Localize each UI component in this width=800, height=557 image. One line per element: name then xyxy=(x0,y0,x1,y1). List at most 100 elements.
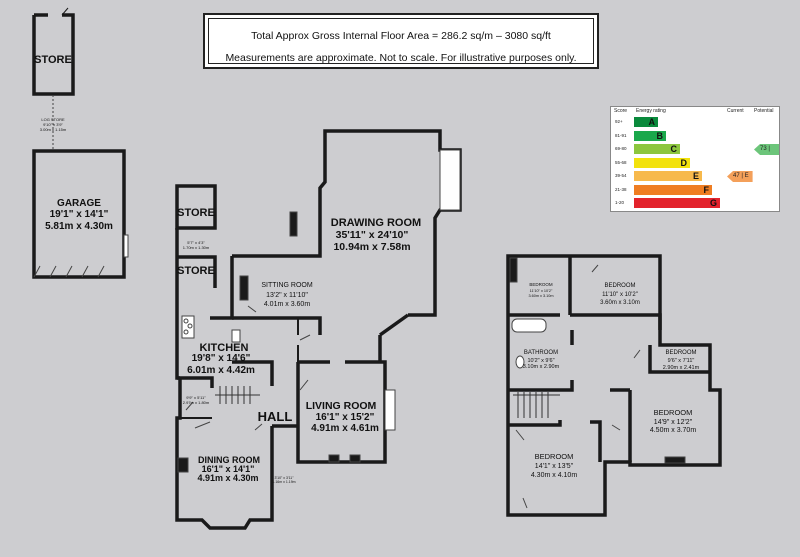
bedroom-e-walls xyxy=(508,420,602,462)
utility-wall xyxy=(177,376,214,388)
bedroom-b-label: BEDROOM xyxy=(604,283,635,289)
epc-score-header: Score xyxy=(614,108,628,114)
epc-band-letter: A xyxy=(648,117,656,127)
store-mid-label: STORE xyxy=(177,207,215,219)
dining-room-label: DINING ROOM xyxy=(198,455,260,465)
room-labels-ground: STORE LOG STORE 9'10" x 3'9" 3.00m x 1.1… xyxy=(34,54,421,484)
epc-band-bar: F xyxy=(634,184,712,195)
first-floor-door-swings xyxy=(515,264,641,509)
epc-band-letter: D xyxy=(680,157,688,168)
bedroom-e-label: BEDROOM xyxy=(535,452,574,461)
header-inner-border xyxy=(208,18,594,64)
epc-band-letter: E xyxy=(692,171,699,181)
door-swings xyxy=(185,305,311,431)
garage-dim1: 19'1" x 14'1" xyxy=(50,209,109,220)
floor-area-header: Total Approx Gross Internal Floor Area =… xyxy=(203,13,599,69)
store-small-dim1: 5'7" x 4'3" xyxy=(187,240,205,245)
epc-current-value: 47 | E xyxy=(727,171,753,182)
epc-band-bar: A xyxy=(634,117,658,127)
epc-band-bar: E xyxy=(634,171,702,181)
energy-rating-chart: Score Energy rating Current Potential 92… xyxy=(610,106,780,212)
epc-band-letter: F xyxy=(703,184,710,195)
drawing-room-dim2: 10.94m x 7.58m xyxy=(333,241,410,253)
fireplace-dining xyxy=(177,457,189,473)
store-top-label: STORE xyxy=(34,54,72,66)
epc-band-letter: B xyxy=(656,130,664,141)
toilet xyxy=(515,355,525,369)
epc-band-d: 55-68 D xyxy=(612,157,724,169)
bedroom-d-label: BEDROOM xyxy=(654,408,693,417)
drawing-room-dim1: 35'11" x 24'10" xyxy=(336,229,409,241)
porch-dim2: 1.16m x 1.19m xyxy=(272,480,295,484)
kitchen-lower-wall xyxy=(232,360,274,386)
living-room-label: LIVING ROOM xyxy=(306,400,377,412)
sitting-room-dim1: 13'2" x 11'10" xyxy=(266,292,308,299)
bedroom-a-dim2: 3.60m x 3.10m xyxy=(528,294,553,298)
drawing-room-exit-wall xyxy=(378,313,410,362)
epc-band-a: 92+A xyxy=(612,116,724,128)
epc-band-bar: B xyxy=(634,130,666,141)
living-room-dim2: 4.91m x 4.61m xyxy=(311,423,379,434)
walls-first-floor xyxy=(506,254,722,517)
floor-area-text: Total Approx Gross Internal Floor Area =… xyxy=(251,30,551,42)
fixtures-first-floor xyxy=(509,257,686,509)
store-low-walls xyxy=(177,255,217,288)
bedroom-b-dim2: 3.60m x 3.10m xyxy=(600,300,640,306)
epc-band-c: 69-80 C xyxy=(612,143,724,155)
sitting-room-label: SITTING ROOM xyxy=(261,282,313,289)
epc-band-bar: D xyxy=(634,157,690,168)
epc-band-range: 69-80 xyxy=(615,146,627,151)
first-floor-outline xyxy=(506,254,722,517)
bedroom-c-dim1: 9'6" x 7'11" xyxy=(668,358,695,364)
fireplace-bedroom-d xyxy=(664,456,686,464)
fireplace-drawing xyxy=(289,211,298,237)
first-floor-stairs xyxy=(513,392,560,418)
epc-band-e: 39-54 E xyxy=(612,170,724,182)
bedroom-c-label: BEDROOM xyxy=(665,350,696,356)
bedroom-c-dim2: 2.90m x 2.41m xyxy=(663,365,700,371)
hob-ring-1 xyxy=(183,318,189,324)
room-labels-first: BEDROOM 11'10" x 10'2" 3.60m x 3.10m BED… xyxy=(523,282,700,479)
living-room-dim1: 16'1" x 15'2" xyxy=(316,412,375,423)
garage-dim2: 5.81m x 4.30m xyxy=(45,221,113,232)
bay-window-living xyxy=(384,389,396,431)
fireplace-sitting xyxy=(239,275,249,301)
epc-band-range: 39-54 xyxy=(615,173,627,178)
hall-label: HALL xyxy=(258,409,293,424)
bay-window-drawing xyxy=(439,149,461,211)
kitchen-dim1: 19'8" x 14'6" xyxy=(192,353,251,364)
garage-door xyxy=(33,265,105,278)
porch-dim1: 3'10" x 3'11" xyxy=(275,476,295,480)
bedroom-d-walls xyxy=(610,388,632,462)
store-low-label: STORE xyxy=(177,265,215,277)
epc-potential-header: Potential xyxy=(754,108,774,114)
bedroom-e-dim1: 14'1" x 13'5" xyxy=(535,463,574,470)
kitchen-label: KITCHEN xyxy=(200,342,249,354)
garage-label: GARAGE xyxy=(57,198,101,209)
epc-band-range: 1-20 xyxy=(615,200,625,205)
bathroom-dim1: 10'2" x 9'6" xyxy=(527,358,554,364)
epc-band-letter: C xyxy=(670,144,678,154)
walls-ground-floor xyxy=(32,7,462,530)
bedroom-b-dim1: 11'10" x 10'2" xyxy=(602,292,638,298)
store-mid-walls xyxy=(175,184,217,230)
disclaimer-text: Measurements are approximate. Not to sca… xyxy=(225,52,577,64)
epc-energy-header: Energy rating xyxy=(636,108,666,114)
hob-ring-3 xyxy=(183,329,189,335)
epc-current-header: Current xyxy=(727,108,744,114)
epc-band-range: 55-68 xyxy=(615,159,627,165)
bedroom-d-dim1: 14'9" x 12'2" xyxy=(654,419,693,426)
ground-stairs xyxy=(215,386,260,404)
garage-walls xyxy=(32,149,126,279)
utility-dim2: 2.97m x 1.80m xyxy=(183,400,210,405)
living-room-walls xyxy=(296,360,387,464)
bathroom-dim2: 3.10m x 2.90m xyxy=(523,364,560,370)
sitting-room-dim2: 4.01m x 3.60m xyxy=(264,301,310,308)
bedroom-d-dim2: 4.50m x 3.70m xyxy=(650,427,696,434)
epc-band-b: 81-91 B xyxy=(612,130,724,142)
log-store-dim2: 3.00m x 1.15m xyxy=(40,127,67,132)
epc-band-range: 81-91 xyxy=(615,132,627,138)
bedroom-a-dim1: 11'10" x 10'2" xyxy=(530,289,553,293)
epc-band-range: 21-38 xyxy=(615,186,627,192)
